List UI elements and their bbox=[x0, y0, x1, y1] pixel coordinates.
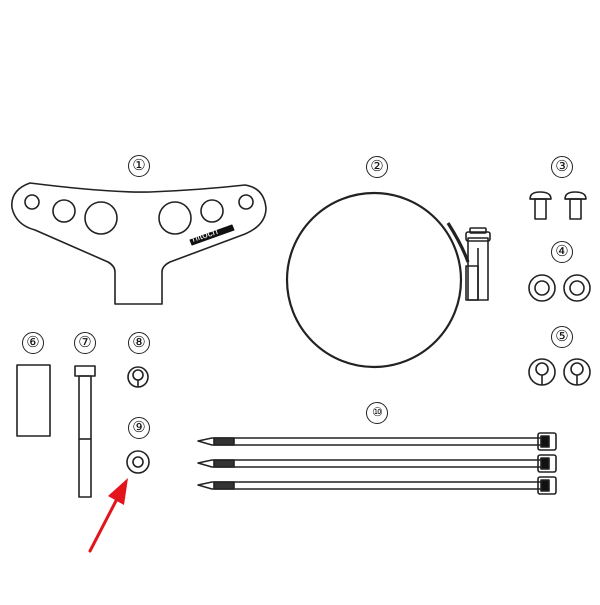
part-8-split-washer bbox=[127, 366, 149, 388]
part-1-bracket bbox=[11, 182, 267, 305]
part-label-5: ⑤ bbox=[551, 326, 573, 348]
part-3-bolts bbox=[529, 191, 587, 220]
part-label-9: ⑨ bbox=[128, 417, 150, 439]
cable-tie bbox=[197, 454, 557, 473]
part-label-3: ③ bbox=[551, 156, 573, 178]
part-7-long-bolt bbox=[74, 365, 96, 498]
watermark-text: nitoch bbox=[191, 226, 220, 245]
part-label-10: ⑩ bbox=[366, 402, 388, 424]
part-label-8: ⑧ bbox=[128, 332, 150, 354]
part-label-6: ⑥ bbox=[22, 332, 44, 354]
part-5-split-washers bbox=[528, 358, 591, 386]
part-6-spacer bbox=[16, 364, 51, 437]
part-10-cable-ties bbox=[197, 432, 557, 495]
cable-tie bbox=[197, 476, 557, 495]
part-4-washers bbox=[528, 274, 591, 302]
part-label-2: ② bbox=[366, 156, 388, 178]
part-label-1: ① bbox=[128, 155, 150, 177]
part-label-4: ④ bbox=[551, 241, 573, 263]
part-label-7: ⑦ bbox=[74, 332, 96, 354]
cable-tie bbox=[197, 432, 557, 451]
part-2-hose-clamp bbox=[285, 191, 491, 369]
part-9-flat-washer bbox=[126, 450, 150, 474]
red-arrow-indicator bbox=[88, 478, 128, 553]
